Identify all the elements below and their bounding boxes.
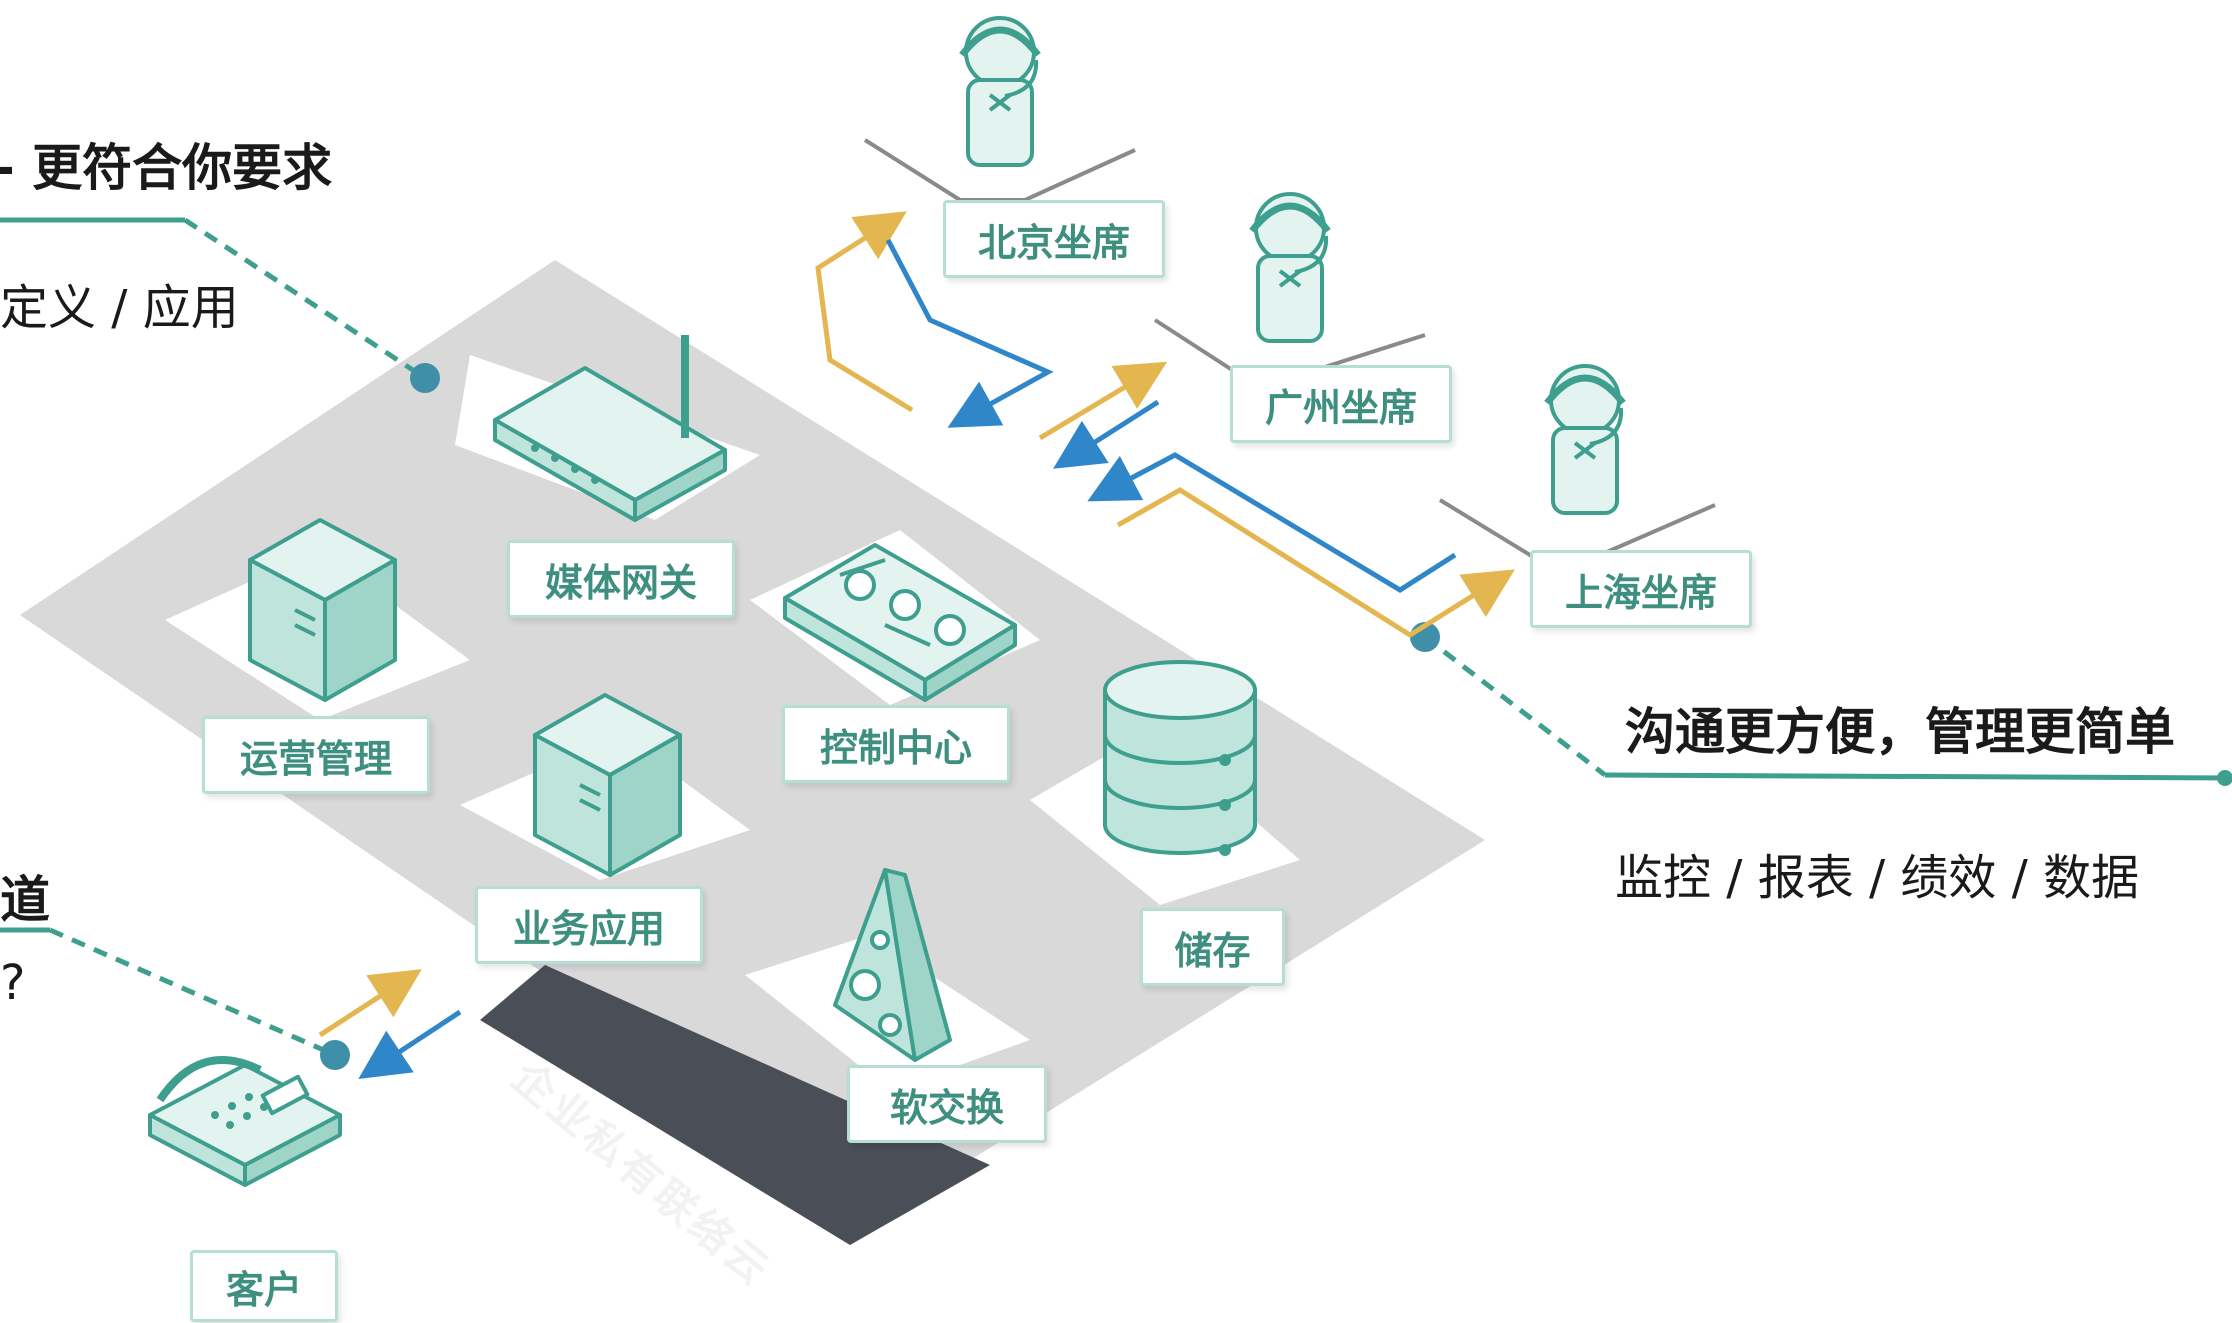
control-panel-icon [783,543,1017,702]
label-agent-guangzhou: 广州坐席 [1230,365,1452,443]
router-icon [493,335,727,522]
telephone-icon [148,1056,342,1187]
right-subtext: 监控 / 报表 / 绩效 / 数据 [1615,850,2140,906]
label-business-app: 业务应用 [475,886,703,964]
left-bottom-subtext: ? [0,955,26,1011]
server-box-icon-operations [248,518,397,702]
platform [20,260,1485,1210]
agent-icon-shanghai [1544,364,1626,515]
arrow-customer-down [358,1009,462,1080]
connector-arrows [318,211,1515,1080]
leader-lines [0,217,2232,1058]
cloud-tag-shape [480,965,990,1245]
server-box-icon-business [533,693,682,877]
label-operations: 运营管理 [202,716,430,794]
right-heading: 沟通更方便，管理更简单 [1625,703,2175,761]
label-control-center: 控制中心 [782,705,1010,783]
label-customer: 客户 [190,1250,338,1322]
label-softswitch: 软交换 [847,1065,1047,1143]
arrow-guangzhou-down [1053,399,1160,469]
left-bottom-heading: 道 [0,871,50,929]
label-media-gateway: 媒体网关 [507,540,735,618]
arrow-beijing-up [815,211,914,413]
anchor-dot-bottom-left [320,1040,350,1070]
left-top-subtext: 定义 / 应用 [0,280,239,336]
left-top-heading: - 更符合你要求 [0,139,333,197]
label-storage: 储存 [1140,908,1285,986]
arrow-shanghai-down [1087,452,1457,593]
anchor-dot-far-right [2217,770,2232,786]
label-agent-beijing: 北京坐席 [943,200,1165,278]
arrow-shanghai-up [1116,487,1515,638]
database-icon [1103,660,1257,856]
softswitch-icon [833,868,952,1062]
arrow-beijing-down [885,238,1054,428]
agent-icon-beijing [959,16,1041,167]
anchor-dot-top-left [410,363,440,393]
arrow-customer-up [318,969,422,1038]
arrow-guangzhou-up [1038,361,1168,441]
label-agent-shanghai: 上海坐席 [1530,550,1752,628]
agent-icon-guangzhou [1249,192,1331,343]
